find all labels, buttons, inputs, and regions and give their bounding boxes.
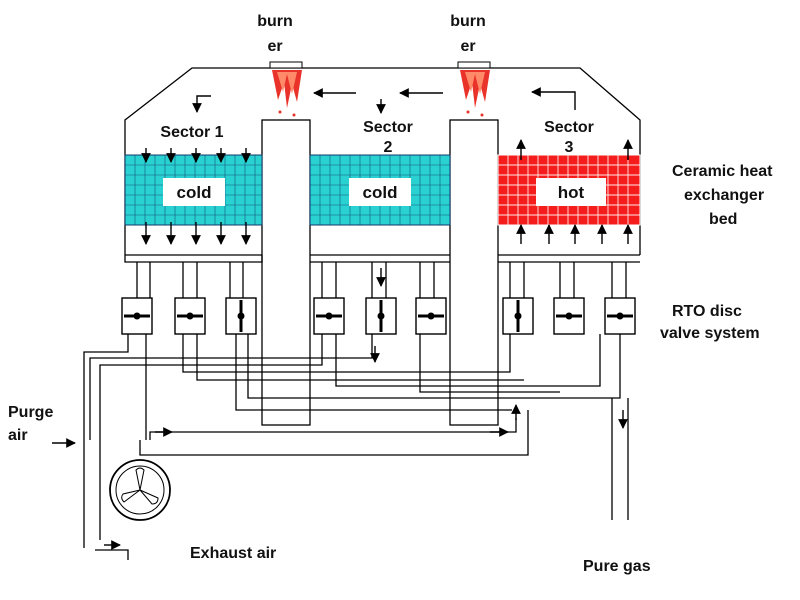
bed-label-1: cold <box>177 183 212 202</box>
valve-3 <box>225 297 257 335</box>
divider-wall-1 <box>261 119 311 426</box>
bed-label-2: cold <box>363 183 398 202</box>
valve-caption-line2: valve system <box>660 325 760 342</box>
bed-caption-line3: bed <box>709 211 737 228</box>
valve-9 <box>604 297 636 335</box>
pure-gas-label: Pure gas <box>583 558 651 575</box>
valve-8 <box>553 297 585 335</box>
sector-label-2-line1: Sector <box>363 119 413 136</box>
burner-label-2-line2: er <box>460 38 475 55</box>
valve-1 <box>121 297 153 335</box>
purge-label-line1: Purge <box>8 404 53 421</box>
valve-5 <box>365 297 397 335</box>
manifold-ducts <box>124 255 640 298</box>
valve-6 <box>415 297 447 335</box>
flow-arrows-sector-1 <box>141 148 251 245</box>
piping-network <box>83 334 629 560</box>
bed-caption-line2: exchanger <box>684 187 764 204</box>
burner-2 <box>457 61 491 117</box>
burner-1 <box>269 61 303 117</box>
bed-sector-1: cold <box>124 154 263 226</box>
bed-sector-2: cold <box>309 154 451 226</box>
valve-2 <box>174 297 206 335</box>
sector-label-3-line1: Sector <box>544 119 594 136</box>
sector-label-3-line2: 3 <box>565 139 574 156</box>
burner-label-2-line1: burn <box>450 13 486 30</box>
bed-label-3: hot <box>558 183 585 202</box>
valve-4 <box>313 297 345 335</box>
flow-arrows-sector-3 <box>516 139 633 244</box>
valve-7 <box>502 297 534 335</box>
purge-label-line2: air <box>8 427 28 444</box>
sector-label-2-line2: 2 <box>384 139 393 156</box>
divider-wall-2 <box>449 119 499 426</box>
flow-arrows-chamber <box>192 87 576 114</box>
bed-caption-line1: Ceramic heat <box>672 163 773 180</box>
burner-label-1-line2: er <box>267 38 282 55</box>
exhaust-label: Exhaust air <box>190 545 276 562</box>
exhaust-fan <box>109 459 171 521</box>
sector-label-1: Sector 1 <box>160 124 223 141</box>
valve-caption-line1: RTO disc <box>672 303 742 320</box>
burner-label-1-line1: burn <box>257 13 293 30</box>
chamber-outline <box>124 67 641 255</box>
valve-row <box>121 297 636 335</box>
bed-sector-3: hot <box>497 154 641 226</box>
flow-arrows-piping <box>52 346 628 550</box>
